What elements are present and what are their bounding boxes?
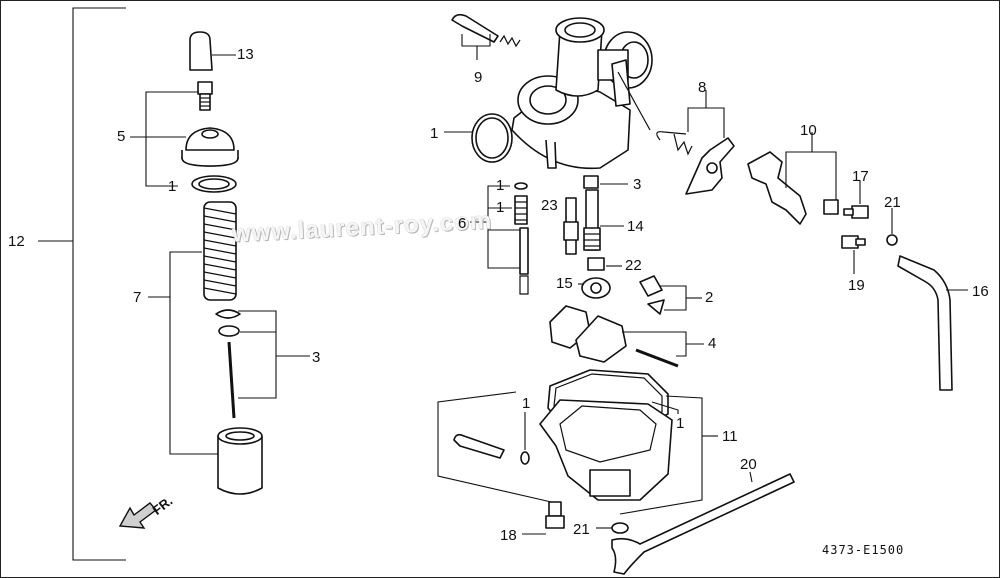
callout-l11: 11 [722,428,738,445]
part-3-clip-set [215,309,241,419]
callout-l3b: 3 [633,176,642,193]
callout-l21b: 21 [573,521,590,538]
callout-l3a: 3 [312,349,321,366]
callout-l4: 4 [708,335,717,352]
part-22-main-jet [587,257,605,271]
part-7-spring [203,201,237,301]
diagram-code: 4373-E1500 [822,543,905,557]
part-20-drain-hose [611,473,795,575]
callout-l2: 2 [705,289,714,306]
part-5-adjust-bolt [197,81,213,111]
callout-l6: 6 [458,215,467,232]
part-19-screw [841,235,866,249]
callout-l1b: 1 [430,125,439,142]
part-17-screw [843,205,869,219]
callout-l1d: 1 [496,199,505,216]
part-4-float [549,305,679,368]
callout-l1a: 1 [168,178,177,195]
callout-l1e: 1 [522,395,531,412]
part-11-bowl-bracket [437,391,703,515]
callout-l1c: 1 [496,177,505,194]
callout-l10: 10 [800,122,817,139]
part-8-choke-lever [656,131,735,195]
callout-l5: 5 [117,128,126,145]
callout-l21a: 21 [884,194,901,211]
part-10-choke-bracket [747,151,839,225]
part-21-hose-clip [886,234,898,246]
bracket-12 [38,7,126,561]
callout-l8: 8 [698,79,707,96]
callout-l22: 22 [625,257,642,274]
part-15-float-valve [581,277,611,299]
part-float-bowl [539,399,673,501]
callout-l17: 17 [852,168,869,185]
callout-l9: 9 [474,69,483,86]
part-1-oring-left [191,175,237,193]
part-2-float-needle [639,275,665,315]
callout-l14: 14 [627,218,644,235]
part-carburetor-body [511,17,653,170]
part-23-pilot-jet [563,197,579,255]
callout-l23: 23 [541,197,558,214]
callout-l12: 12 [8,233,25,250]
callout-l19: 19 [848,277,865,294]
callout-l13: 13 [237,46,254,63]
callout-l1f: 1 [676,415,685,432]
part-drain-screw [453,433,505,459]
callout-l15: 15 [556,275,573,292]
fr-direction-arrow [118,502,158,529]
part-6-jet-group [514,182,529,295]
part-1-small-oring [520,451,530,465]
part-14-main-jet-holder [583,189,601,251]
part-9-throttle-stop-screw [451,13,521,48]
callout-l18: 18 [500,527,517,544]
part-16-vent-hose [897,255,953,391]
callout-l7: 7 [133,289,142,306]
part-7-throttle-valve [217,427,263,495]
part-1-oring-body [471,113,513,163]
callout-l20: 20 [740,456,757,473]
part-3-cap-small [583,175,599,189]
part-18-screw [545,501,565,529]
part-13-cap [189,31,236,71]
callout-l16: 16 [972,283,989,300]
part-21-clip-lower [611,522,629,534]
part-5-top-cap [181,127,239,167]
